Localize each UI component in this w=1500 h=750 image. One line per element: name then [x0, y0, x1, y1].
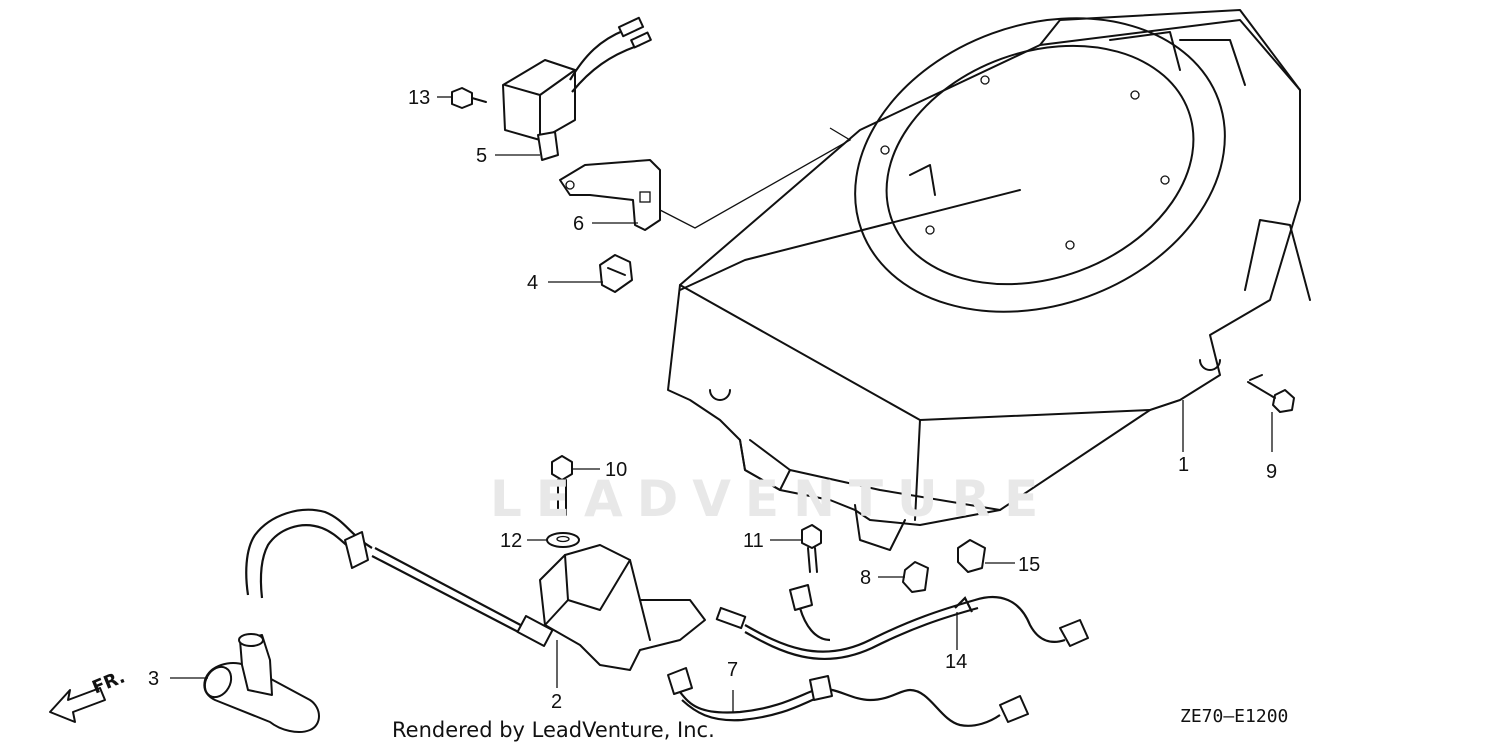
callout-5: 5	[476, 145, 488, 167]
clamp-part-15	[957, 539, 986, 573]
bolt-part-11	[801, 524, 822, 573]
callout-3: 3	[148, 668, 160, 690]
front-direction-arrow-icon	[49, 687, 106, 723]
callout-8: 8	[860, 567, 872, 589]
clip-part-4	[599, 254, 633, 293]
callout-14: 14	[945, 651, 968, 673]
callout-leaders	[170, 96, 1273, 712]
spark-plug-cap-part-3	[203, 633, 320, 733]
bolt-part-9	[1247, 374, 1295, 413]
fan-cover-part-1	[667, 9, 1311, 551]
module-part-5	[502, 16, 652, 161]
wire-harness-part-7	[667, 667, 1029, 727]
bolt-part-10	[551, 455, 573, 516]
callout-6: 6	[573, 213, 585, 235]
wire-harness-part-14	[715, 584, 1089, 661]
callout-13: 13	[408, 87, 431, 109]
callout-9: 9	[1266, 461, 1278, 483]
callout-7: 7	[727, 659, 739, 681]
watermark: LEADVENTURE	[490, 470, 1053, 528]
callout-11: 11	[743, 530, 764, 552]
bracket-part-6	[559, 159, 661, 231]
washer-part-12	[546, 532, 580, 548]
callout-1: 1	[1178, 454, 1190, 476]
ignition-coil-part-2	[245, 508, 706, 671]
callout-10: 10	[605, 459, 628, 481]
clamp-part-8	[902, 561, 929, 593]
footer-credit: Rendered by LeadVenture, Inc.	[392, 718, 715, 742]
leader-line-shroud	[659, 127, 852, 229]
diagram-code: ZE70—E1200	[1180, 706, 1289, 727]
callout-12: 12	[500, 530, 523, 552]
callout-15: 15	[1018, 554, 1041, 576]
bolt-part-13	[451, 87, 487, 109]
callout-2: 2	[551, 691, 563, 713]
callout-4: 4	[527, 272, 539, 294]
